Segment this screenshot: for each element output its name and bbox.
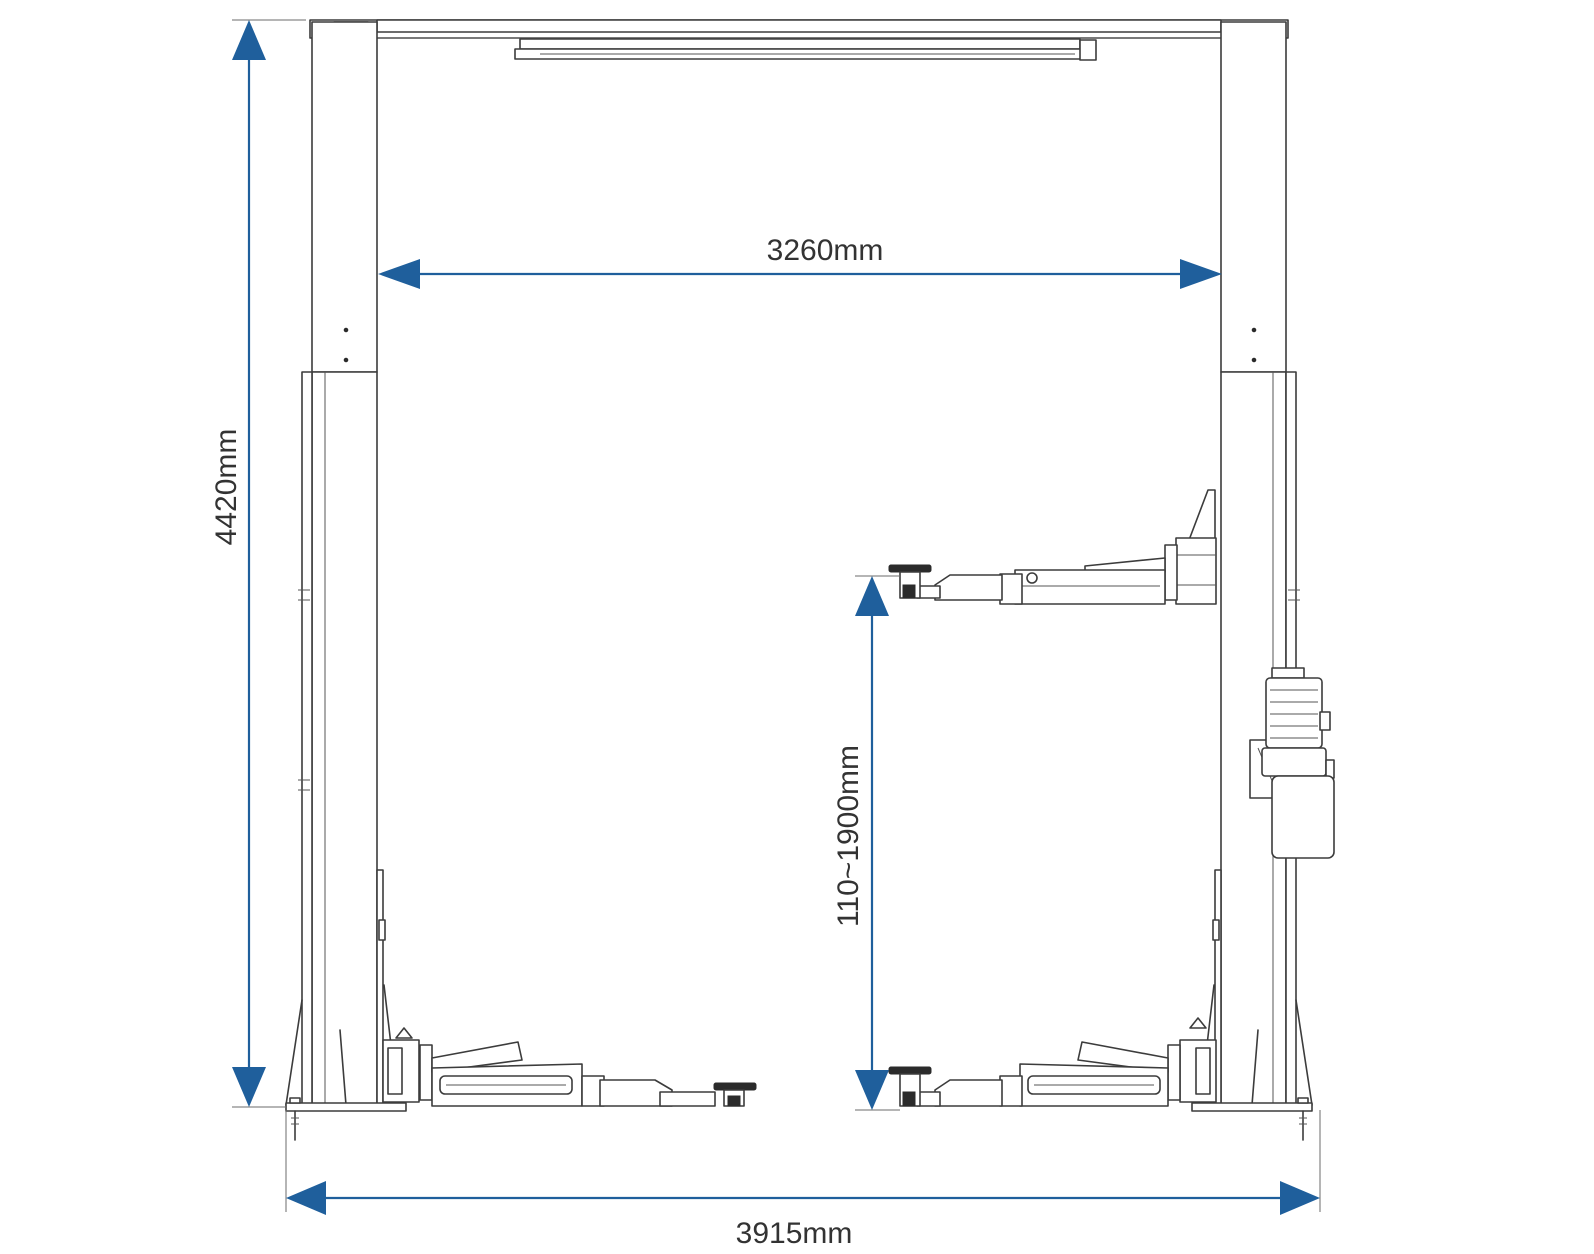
left-lift-pad-icon (713, 1082, 757, 1107)
overall-width-label: 3915mm (736, 1217, 853, 1250)
left-anchor-bolt (289, 1097, 301, 1141)
right-lift-arm (916, 1017, 1217, 1107)
lift-range-label: 110~1900mm (832, 745, 865, 927)
inner-width-dimension: 3260mm (378, 234, 1222, 289)
inner-width-label: 3260mm (767, 234, 884, 267)
right-anchor-bolt (1297, 1097, 1309, 1141)
overall-height-dimension: 4420mm (210, 19, 306, 1108)
overall-height-label: 4420mm (210, 429, 243, 546)
left-column (285, 21, 407, 1112)
right-raised-lift-pad-icon (888, 564, 932, 599)
overhead-beam (309, 19, 1289, 61)
lift-range-dimension: 110~1900mm (832, 575, 900, 1111)
left-lift-arm (382, 1027, 716, 1107)
right-lift-pad-icon (888, 1066, 932, 1107)
right-raised-arm (916, 489, 1217, 605)
overall-width-dimension: 3915mm (285, 1110, 1321, 1250)
hydraulic-power-unit-icon (1249, 667, 1335, 859)
